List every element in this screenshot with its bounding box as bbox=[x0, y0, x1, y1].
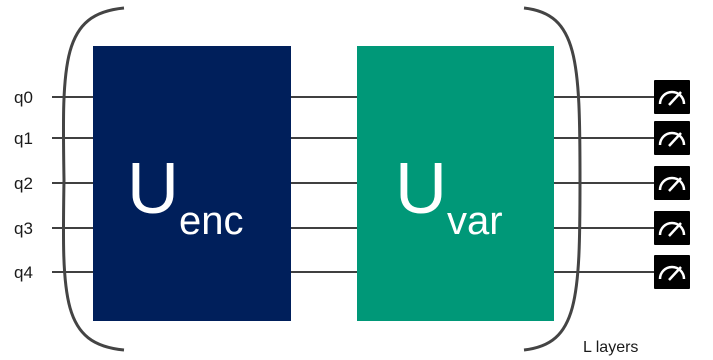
qubit-label-q3: q3 bbox=[14, 219, 33, 238]
layers-label: L layers bbox=[583, 339, 638, 356]
meter-icon-q4 bbox=[654, 255, 690, 289]
measurements bbox=[654, 80, 690, 289]
encoding-gate-label: Uenc bbox=[127, 149, 244, 243]
qubit-labels: q0 q1 q2 q3 q4 bbox=[14, 88, 33, 282]
meter-icon-q3 bbox=[654, 211, 690, 245]
meter-icon-q2 bbox=[654, 166, 690, 200]
qubit-label-q1: q1 bbox=[14, 129, 33, 148]
variational-gate-label: Uvar bbox=[395, 149, 503, 243]
encoding-gate-box bbox=[93, 46, 291, 321]
layer-bracket bbox=[61, 6, 582, 352]
meter-icon-q0 bbox=[654, 80, 690, 114]
qubit-label-q0: q0 bbox=[14, 88, 33, 107]
variational-gate-box bbox=[357, 46, 554, 321]
variational-gate: Uvar bbox=[357, 46, 554, 321]
bracket-right bbox=[523, 6, 582, 352]
bracket-left bbox=[61, 6, 125, 352]
qubit-label-q4: q4 bbox=[14, 263, 33, 282]
qubit-label-q2: q2 bbox=[14, 174, 33, 193]
meter-icon-q1 bbox=[654, 121, 690, 155]
encoding-gate: Uenc bbox=[93, 46, 291, 321]
